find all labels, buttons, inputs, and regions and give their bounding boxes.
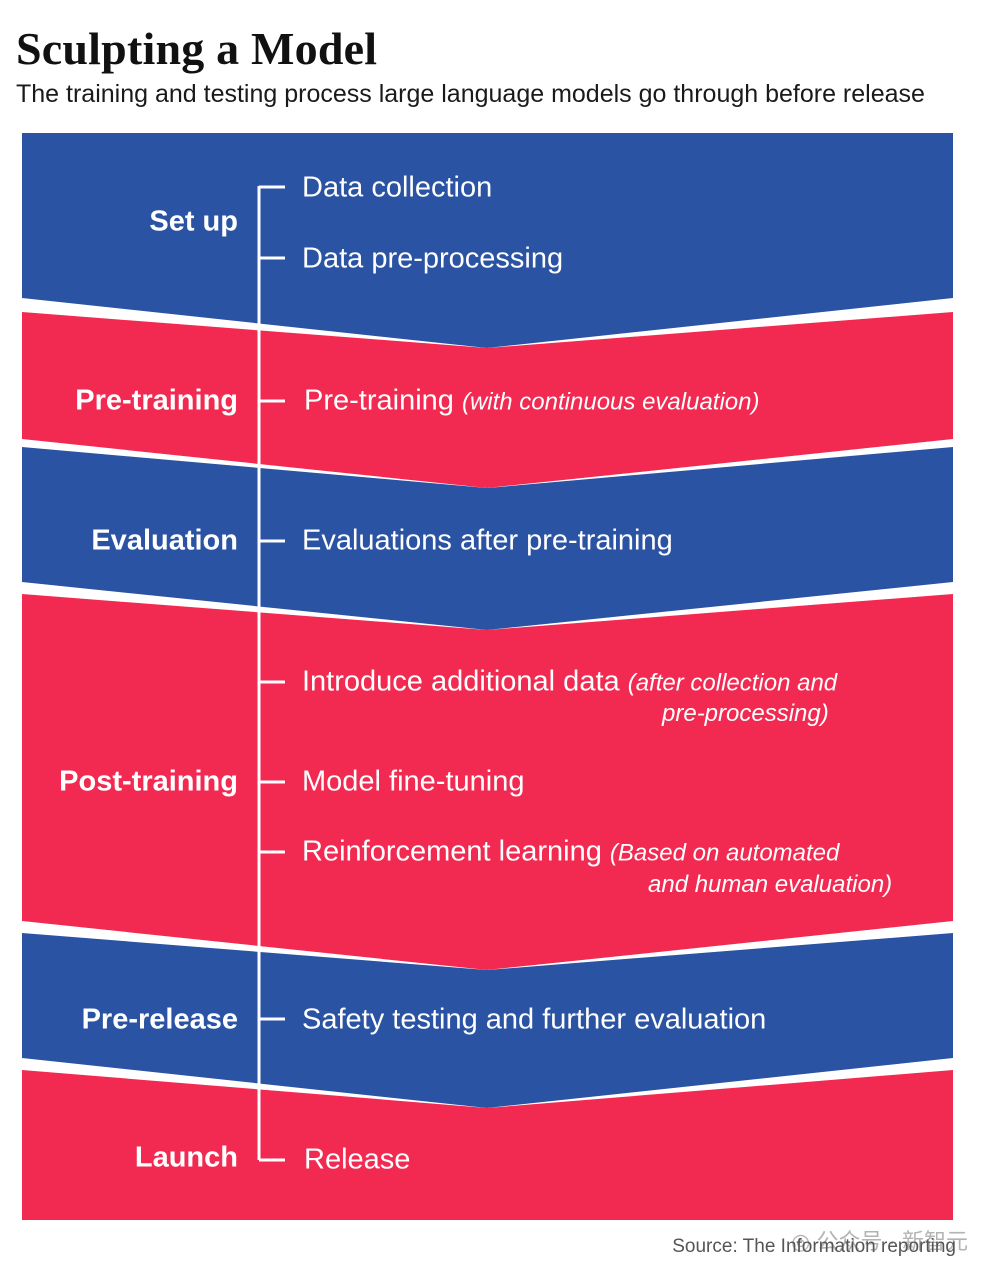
step-evaluations: Evaluations after pre-training [302, 524, 673, 557]
step-introduce-data-note-continued: pre-processing) [662, 700, 829, 727]
stage-label-evaluation: Evaluation [91, 524, 238, 557]
timeline-connector [257, 185, 285, 1162]
wechat-icon: ◎ [791, 1229, 811, 1254]
band-pre-training [22, 312, 953, 488]
step-pretraining: Pre-training (with continuous evaluation… [304, 385, 759, 418]
band-post-training [22, 594, 953, 970]
watermark-text: 公众号 · 新智元 [816, 1229, 968, 1254]
step-introduce-data-note: (after collection and [627, 669, 838, 697]
source-note: Source: The Information reporting [672, 1236, 956, 1257]
chart-subtitle: The training and testing process large l… [16, 80, 925, 108]
band-evaluation [22, 447, 953, 630]
watermark: ◎ 公众号 · 新智元 [791, 1224, 968, 1256]
chart-title: Sculpting a Model [16, 23, 378, 74]
step-reinforcement-learning-note: (Based on automated [609, 839, 840, 867]
band-set-up [22, 133, 953, 348]
step-release: Release [304, 1143, 411, 1176]
step-introduce-data: Introduce additional data (after collect… [302, 666, 837, 699]
step-pretraining-note: (with continuous evaluation) [461, 388, 760, 416]
stage-label-launch: Launch [134, 1141, 238, 1174]
step-model-fine-tuning: Model fine-tuning [302, 765, 525, 798]
stage-label-pre-release: Pre-release [81, 1003, 238, 1036]
step-reinforcement-learning: Reinforcement learning (Based on automat… [302, 836, 839, 869]
band-pre-release [22, 933, 953, 1108]
step-pretraining-text: Pre-training [304, 384, 454, 417]
step-introduce-data-text: Introduce additional data [302, 665, 620, 698]
step-data-preprocessing: Data pre-processing [302, 242, 564, 275]
stage-label-pre-training: Pre-training [75, 384, 238, 417]
step-reinforcement-learning-note-continued: and human evaluation) [648, 871, 893, 898]
stage-label-post-training: Post-training [59, 765, 238, 798]
stage-label-set-up: Set up [149, 205, 238, 238]
band-launch [22, 1070, 953, 1220]
step-data-collection: Data collection [302, 171, 493, 204]
step-reinforcement-learning-text: Reinforcement learning [302, 835, 602, 868]
step-safety-testing: Safety testing and further evaluation [302, 1003, 767, 1036]
